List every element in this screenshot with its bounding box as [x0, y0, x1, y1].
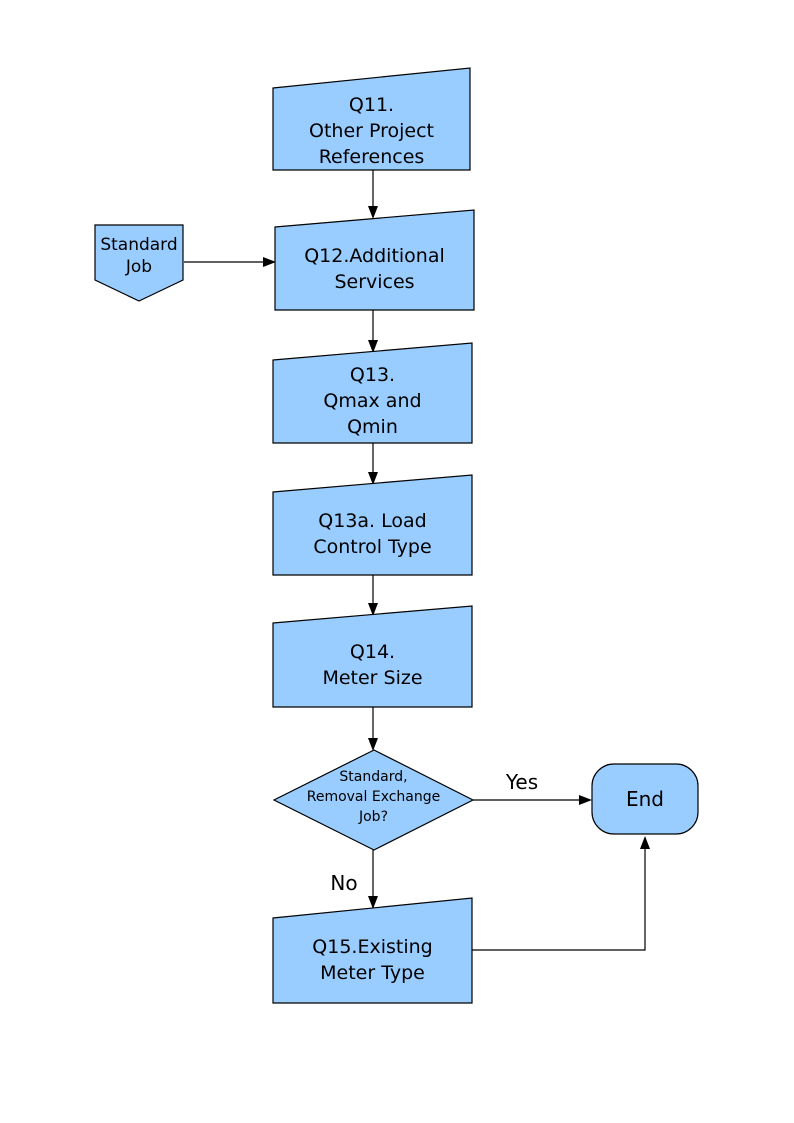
- end-terminator-shape: [591, 763, 699, 835]
- connectors: [184, 170, 650, 951]
- arrowhead-q14: [368, 603, 378, 616]
- no-edge-label: No: [330, 871, 358, 895]
- q12-process-shape: [274, 209, 475, 311]
- arrowhead-q12: [368, 206, 378, 219]
- arrowhead-end-left: [579, 795, 592, 805]
- standard-job-pentagon-shape: [94, 224, 184, 302]
- q11-process-shape: [272, 67, 471, 171]
- q11-label: Q11. Other Project References: [309, 94, 434, 168]
- connector-q15-end: [472, 849, 646, 951]
- q13-process-shape: [272, 342, 473, 444]
- decision-label: Standard, Removal Exchange Job?: [306, 769, 441, 825]
- q13a-label: Q13a. Load Control Type: [313, 510, 432, 558]
- arrowhead-decision: [368, 738, 378, 751]
- q15-label: Q15.Existing Meter Type: [312, 936, 433, 984]
- q13a-process-shape: [272, 474, 473, 576]
- q13-label: Q13. Qmax and Qmin: [323, 364, 422, 438]
- arrowhead-q15: [368, 896, 378, 909]
- q15-process-shape: [272, 897, 473, 1004]
- arrowhead-q13a: [368, 472, 378, 485]
- arrowhead-q13: [368, 340, 378, 353]
- arrowhead-end-bottom: [640, 836, 650, 849]
- arrowhead-q12-left: [263, 257, 276, 267]
- decision-diamond-shape: [272, 749, 475, 851]
- yes-edge-label: Yes: [505, 770, 539, 794]
- standard-job-label: Standard Job: [100, 235, 178, 277]
- q14-process-shape: [272, 605, 473, 708]
- end-label: End: [625, 787, 664, 811]
- q14-label: Q14. Meter Size: [322, 641, 423, 689]
- q12-label: Q12.Additional Services: [304, 245, 445, 293]
